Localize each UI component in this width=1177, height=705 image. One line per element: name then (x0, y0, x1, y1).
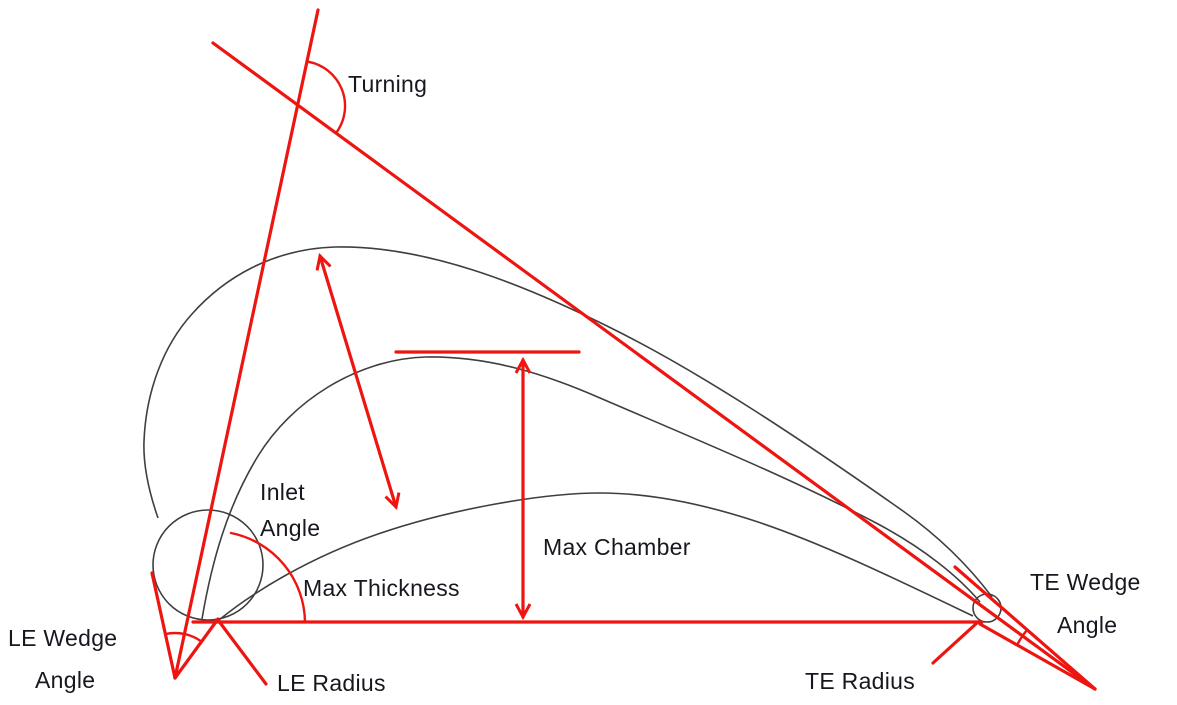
le-wedge-lower-line (173, 617, 220, 680)
te-wedge-angle-label-line1: TE Wedge (1030, 569, 1141, 595)
pressure-surface-curve (218, 492, 974, 621)
max-thickness-label: Max Thickness (303, 575, 460, 601)
max-chamber-label: Max Chamber (543, 534, 691, 560)
te-wedge-upper-line (953, 565, 1097, 691)
le-radius-pointer-line (216, 618, 268, 686)
turning-label: Turning (348, 71, 427, 97)
te-wedge-angle-arc (1015, 628, 1029, 647)
le-wedge-angle-arc (164, 631, 203, 643)
inlet-angle-label-line2: Angle (260, 515, 320, 541)
te-wedge-lower-line (978, 622, 1097, 691)
max-thickness-arrow (315, 252, 401, 511)
leading-edge-circle (152, 509, 264, 621)
le-radius-label: LE Radius (277, 670, 386, 696)
exit-direction-line (211, 41, 1097, 691)
inlet-angle-label-line1: Inlet (260, 479, 305, 505)
inlet-direction-line (173, 8, 320, 680)
suction-surface-curve (143, 246, 993, 598)
le-wedge-angle-label-line1: LE Wedge (8, 625, 117, 651)
te-radius-pointer-line (931, 620, 980, 665)
le-wedge-angle-label-line2: Angle (35, 667, 95, 693)
te-radius-label: TE Radius (805, 668, 915, 694)
turning-angle-arc (307, 60, 347, 133)
te-wedge-angle-label-line2: Angle (1057, 612, 1117, 638)
le-wedge-upper-line (150, 571, 177, 680)
inlet-angle-arc (229, 531, 307, 624)
